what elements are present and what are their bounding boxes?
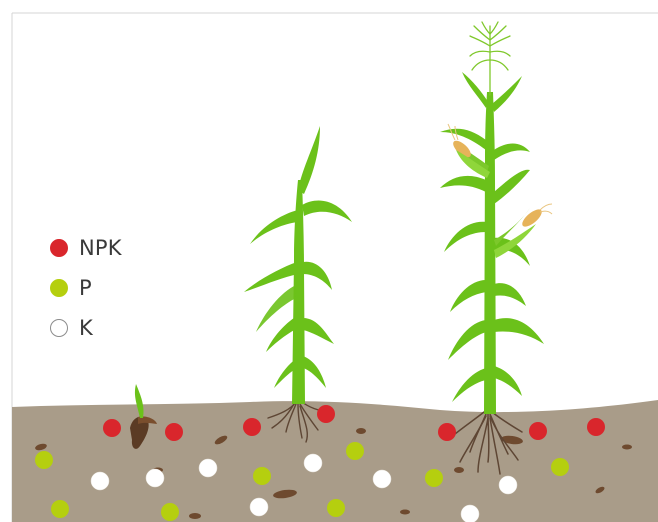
p-dot-icon [50, 279, 68, 297]
p-granule [346, 442, 364, 460]
mature-plant [440, 21, 553, 475]
young-stalk [292, 180, 305, 404]
p-granule [35, 451, 53, 469]
p-granule [551, 458, 569, 476]
p-granules [35, 442, 569, 521]
k-granule [460, 504, 480, 522]
mature-tassel [469, 21, 511, 96]
k-granule [90, 471, 110, 491]
k-granule [249, 497, 269, 517]
legend-item-npk: NPK [50, 228, 122, 268]
young-plant [244, 126, 352, 443]
lower-corn-ear [494, 203, 553, 258]
p-granule [425, 469, 443, 487]
p-granule [161, 503, 179, 521]
seed-coat [138, 416, 157, 424]
legend-label-k: K [79, 316, 93, 340]
k-granule [372, 469, 392, 489]
mature-leaves [440, 72, 544, 402]
mature-roots [449, 411, 523, 475]
seed [130, 416, 149, 449]
sprout-plant [130, 384, 157, 449]
legend-label-npk: NPK [79, 236, 122, 260]
k-dot-icon [50, 319, 68, 337]
k-granule [303, 453, 323, 473]
p-granule [253, 467, 271, 485]
npk-granule [103, 419, 121, 437]
npk-dot-icon [50, 239, 68, 257]
upper-corn-ear [447, 123, 490, 178]
legend-item-p: P [50, 268, 122, 308]
npk-granule [438, 423, 456, 441]
legend: NPK P K [50, 228, 122, 348]
young-leaves [244, 200, 352, 388]
k-granules [90, 453, 518, 522]
p-granule [327, 499, 345, 517]
k-granule [198, 458, 218, 478]
sprout-shoot [134, 384, 144, 418]
young-top-leaf [298, 126, 320, 194]
k-granule [498, 475, 518, 495]
legend-item-k: K [50, 308, 122, 348]
npk-granule [243, 418, 261, 436]
k-granule [145, 468, 165, 488]
npk-granule [165, 423, 183, 441]
legend-label-p: P [79, 276, 92, 300]
p-granule [51, 500, 69, 518]
npk-granule [317, 405, 335, 423]
npk-granules [103, 405, 605, 441]
npk-granule [529, 422, 547, 440]
npk-granule [587, 418, 605, 436]
